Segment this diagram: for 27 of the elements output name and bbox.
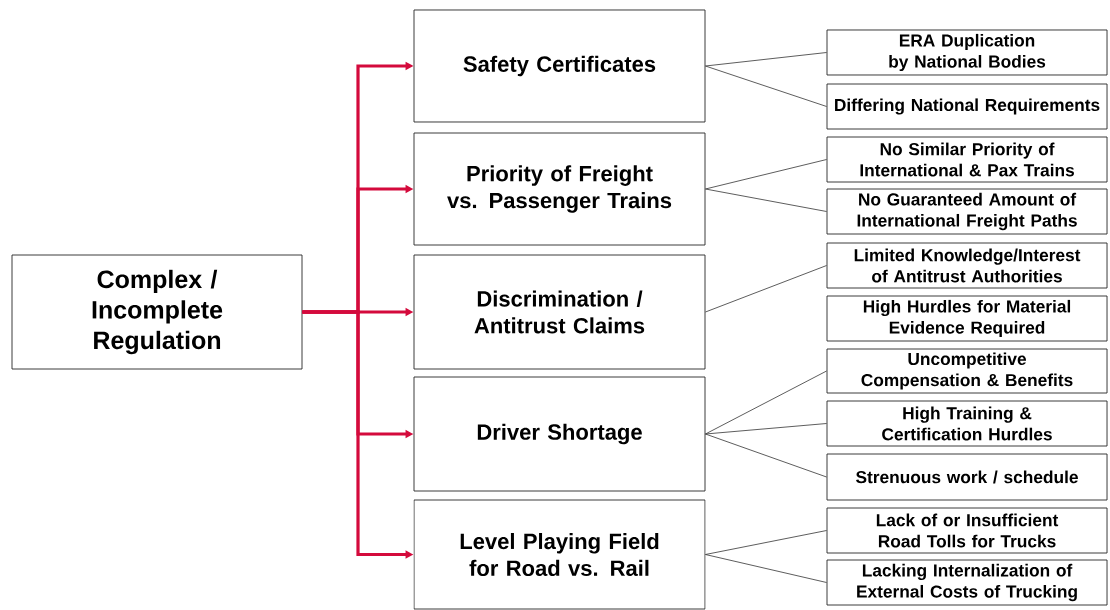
detail-box: No Similar Priority of International & Pax Trains xyxy=(826,136,1108,183)
detail-box: Strenuous work / schedule xyxy=(826,453,1108,501)
cause-box: Level Playing Field for Road vs. Rail xyxy=(413,499,706,610)
detail-box: ERA Duplication by National Bodies xyxy=(826,29,1108,76)
connector-line xyxy=(705,159,827,190)
connector-line xyxy=(705,52,827,67)
detail-box: High Training & Certification Hurdles xyxy=(826,400,1108,447)
detail-box: Uncompetitive Compensation & Benefits xyxy=(826,348,1108,394)
detail-box: Differing National Requirements xyxy=(826,83,1108,130)
connector-line xyxy=(705,530,827,555)
detail-box: Lacking Internalization of External Costs of Trucking xyxy=(826,559,1108,606)
connector-line xyxy=(705,188,827,212)
connector-line xyxy=(705,554,827,583)
detail-box: High Hurdles for Material Evidence Required xyxy=(826,295,1108,342)
cause-box: Priority of Freight vs. Passenger Trains xyxy=(413,132,706,246)
connector-line xyxy=(705,65,827,107)
detail-box: No Guaranteed Amount of International Freight Paths xyxy=(826,188,1108,235)
problem-box: Complex / Incomplete Regulation xyxy=(11,254,303,370)
connector-line xyxy=(705,423,827,435)
cause-box: Driver Shortage xyxy=(413,376,706,492)
detail-box: Lack of or Insufficient Road Tolls for Trucks xyxy=(826,507,1108,554)
connector-line xyxy=(705,433,827,478)
detail-box: Limited Knowledge/Interest of Antitrust Authorities xyxy=(826,242,1108,289)
connector-line xyxy=(705,265,827,313)
cause-box: Safety Certificates xyxy=(413,9,706,123)
cause-box: Discrimination / Antitrust Claims xyxy=(413,254,706,370)
connector-line xyxy=(705,370,827,435)
